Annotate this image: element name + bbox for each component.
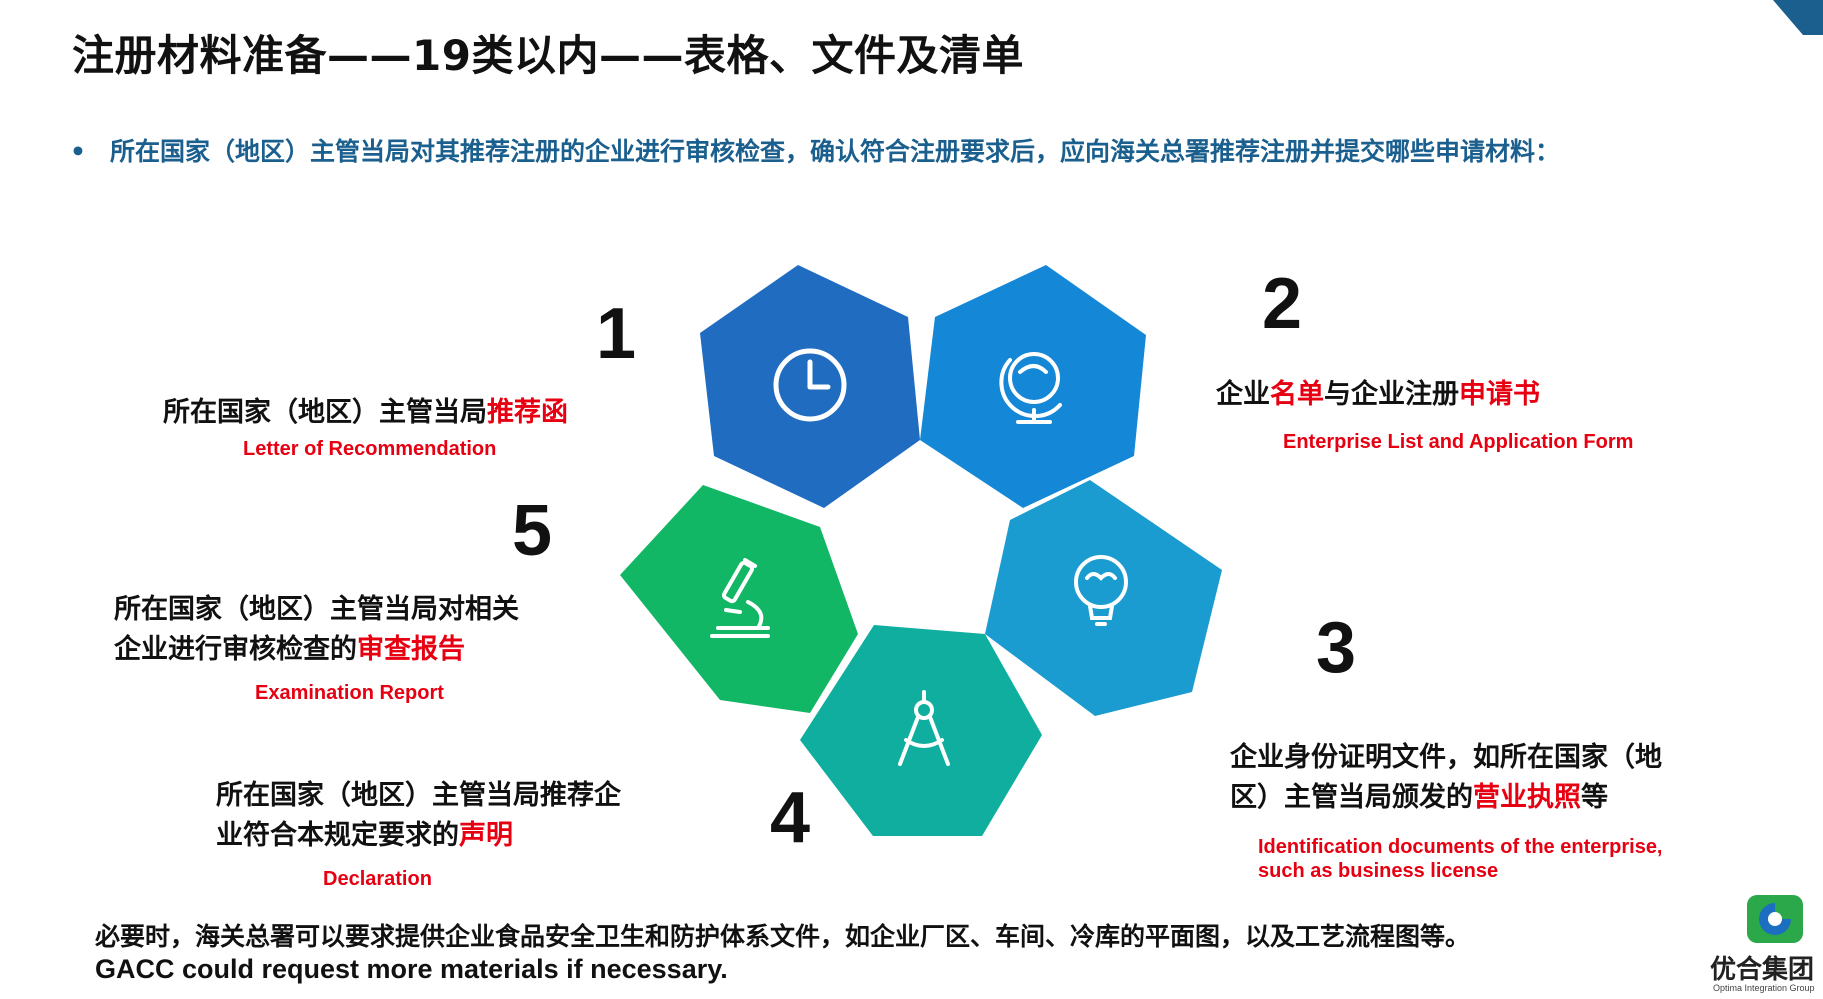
item-4-number: 4 [770,778,811,858]
item-2-number: 2 [1262,264,1303,344]
item-3-text: 企业身份证明文件，如所在国家（地 区）主管当局颁发的营业执照等 [1230,738,1662,818]
item-5-line-1: 所在国家（地区）主管当局对相关 [114,594,519,625]
intro-text: 所在国家（地区）主管当局对其推荐注册的企业进行审核检查，确认符合注册要求后，应向… [109,137,1560,166]
item-1-number: 1 [596,294,637,374]
item-3-en: Identification documents of the enterpri… [1258,835,1663,883]
item-5-highlight: 审查报告 [357,634,465,665]
item-4-line-2: 业符合本规定要求的声明 [216,816,621,856]
item-3-line-2: 区）主管当局颁发的营业执照等 [1230,778,1662,818]
item-2-plain-1: 企业 [1216,379,1270,410]
slide-title: 注册材料准备——19类以内——表格、文件及清单 [72,31,1024,80]
item-3-plain: 区）主管当局颁发的 [1230,782,1473,813]
globe-icon [999,352,1062,424]
microscope-icon [710,558,770,638]
hexagon-5 [620,485,858,713]
item-1-en: Letter of Recommendation [243,438,497,460]
footer-en: GACC could request more materials if nec… [95,954,728,984]
item-4-plain: 业符合本规定要求的 [216,820,459,851]
item-4-highlight: 声明 [459,820,513,851]
hexagon-3 [985,480,1222,716]
hexagon-cluster [620,265,1222,836]
compass-icon [898,690,950,766]
hexagon-2 [920,265,1146,508]
footer-zh: 必要时，海关总署可以要求提供企业食品安全卫生和防护体系文件，如企业厂区、车间、冷… [95,922,1471,951]
lightbulb-icon [1074,555,1128,626]
item-2-text: 企业名单与企业注册申请书 [1216,375,1540,415]
logo-name: 优合集团 [1710,955,1815,985]
item-5-en: Examination Report [255,682,444,704]
logo-sub: Optima Integration Group [1713,983,1815,993]
item-5-line-2: 企业进行审核检查的审查报告 [114,630,519,670]
footer-note: 必要时，海关总署可以要求提供企业食品安全卫生和防护体系文件，如企业厂区、车间、冷… [95,920,1470,986]
item-2-highlight-1: 名单 [1270,379,1324,410]
item-1-plain: 所在国家（地区）主管当局 [163,397,487,428]
item-3-line-1: 企业身份证明文件，如所在国家（地 [1230,742,1662,773]
item-1-text: 所在国家（地区）主管当局推荐函 [163,393,568,433]
intro-bullet: • 所在国家（地区）主管当局对其推荐注册的企业进行审核检查，确认符合注册要求后，应… [70,132,1560,168]
item-4-line-1: 所在国家（地区）主管当局推荐企 [216,780,621,811]
item-2-plain-2: 与企业注册 [1324,379,1459,410]
item-5-plain: 企业进行审核检查的 [114,634,357,665]
item-3-en-line-1: Identification documents of the enterpri… [1258,836,1663,858]
company-logo: 优合集团 Optima Integration Group [1705,893,1823,999]
item-5-number: 5 [512,491,553,571]
item-2-en: Enterprise List and Application Form [1283,431,1634,453]
item-4-text: 所在国家（地区）主管当局推荐企 业符合本规定要求的声明 [216,776,621,856]
item-2-highlight-2: 申请书 [1459,379,1540,410]
corner-decoration [1773,0,1823,35]
bullet-dot-icon: • [70,137,86,166]
logo-mark-icon [1747,895,1803,943]
clock-icon [773,348,847,422]
hexagon-4 [800,625,1042,836]
item-4-en: Declaration [323,868,432,890]
item-5-text: 所在国家（地区）主管当局对相关 企业进行审核检查的审查报告 [114,590,519,670]
item-3-en-line-2: such as business license [1258,860,1499,882]
item-1-highlight: 推荐函 [487,397,568,428]
item-3-end: 等 [1581,782,1608,813]
item-3-highlight: 营业执照 [1473,782,1581,813]
item-3-number: 3 [1316,608,1357,688]
